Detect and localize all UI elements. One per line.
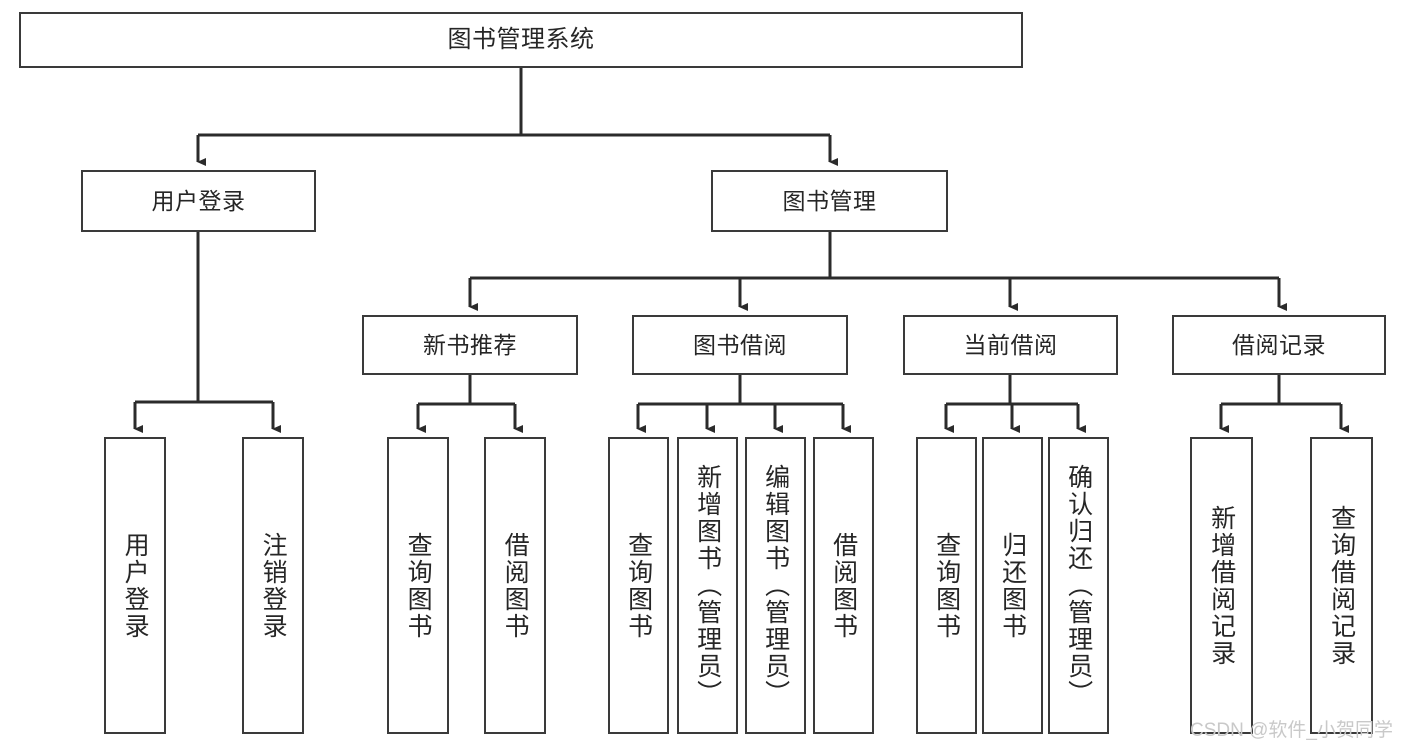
node-borrow-record[interactable]: 借阅记录	[1172, 315, 1386, 375]
csdn-watermark: CSDN @软件_小贺同学	[1190, 720, 1393, 741]
leaf-node-query-book-borrow[interactable]: 查询图书	[608, 437, 669, 734]
leaf-node-borrow-book[interactable]: 借阅图书	[813, 437, 874, 734]
leaf-node-user-login[interactable]: 用户登录	[104, 437, 166, 734]
node-new-book-recommend[interactable]: 新书推荐	[362, 315, 578, 375]
node-label: 当前借阅	[963, 331, 1058, 358]
leaf-node-return-book[interactable]: 归还图书	[982, 437, 1043, 734]
leaf-node-borrow-book-recommend[interactable]: 借阅图书	[484, 437, 546, 734]
leaf-node-query-book-current[interactable]: 查询图书	[916, 437, 977, 734]
node-label: 借阅图书	[829, 531, 858, 640]
node-label: 新增图书（管理员）	[693, 464, 722, 707]
node-label: 新书推荐	[423, 331, 517, 358]
node-label: 注销登录	[259, 531, 288, 640]
leaf-node-add-book-admin[interactable]: 新增图书（管理员）	[677, 437, 738, 734]
node-label: 确认归还（管理员）	[1064, 464, 1093, 707]
node-label: 图书管理	[782, 187, 877, 214]
leaf-node-confirm-return-admin[interactable]: 确认归还（管理员）	[1048, 437, 1109, 734]
node-label: 编辑图书（管理员）	[761, 464, 790, 707]
leaf-node-logout[interactable]: 注销登录	[242, 437, 304, 734]
node-book-management[interactable]: 图书管理	[711, 170, 948, 232]
node-label: 图书管理系统	[447, 26, 595, 54]
node-book-borrow[interactable]: 图书借阅	[632, 315, 848, 375]
leaf-node-edit-book-admin[interactable]: 编辑图书（管理员）	[745, 437, 806, 734]
node-label: 图书借阅	[693, 331, 787, 358]
node-label: 借阅记录	[1232, 331, 1326, 358]
node-label: 查询借阅记录	[1327, 504, 1356, 667]
leaf-node-query-borrow-record[interactable]: 查询借阅记录	[1310, 437, 1373, 734]
node-user-login[interactable]: 用户登录	[81, 170, 316, 232]
leaf-node-add-borrow-record[interactable]: 新增借阅记录	[1190, 437, 1253, 734]
node-current-borrow[interactable]: 当前借阅	[903, 315, 1118, 375]
node-label: 新增借阅记录	[1207, 504, 1236, 667]
node-root-system[interactable]: 图书管理系统	[19, 12, 1023, 68]
node-label: 借阅图书	[501, 531, 530, 640]
node-label: 查询图书	[932, 531, 961, 640]
node-label: 查询图书	[624, 531, 653, 640]
node-label: 查询图书	[404, 531, 433, 640]
leaf-node-query-book-recommend[interactable]: 查询图书	[387, 437, 449, 734]
node-label: 归还图书	[998, 531, 1027, 640]
node-label: 用户登录	[121, 531, 150, 640]
node-label: 用户登录	[151, 187, 246, 214]
